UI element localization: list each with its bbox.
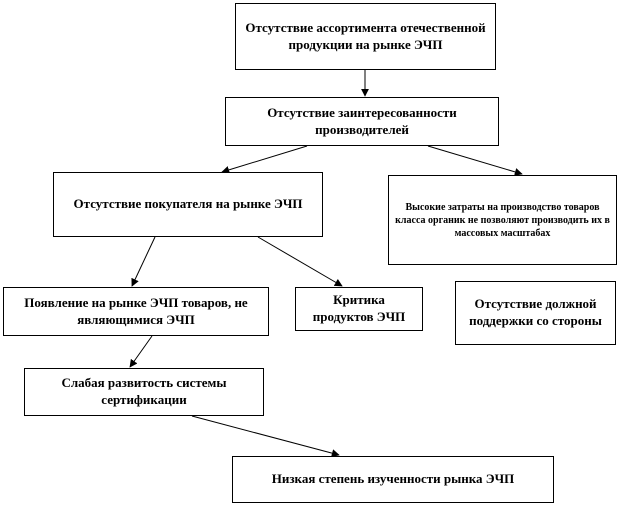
node-high-production-costs: Высокие затраты на производство товаров … xyxy=(388,175,617,265)
edge-n2-n3 xyxy=(221,145,308,174)
node-no-buyer: Отсутствие покупателя на рынке ЭЧП xyxy=(53,172,323,237)
node-low-market-research: Низкая степень изученности рынка ЭЧП xyxy=(232,456,554,503)
node-no-support: Отсутствие должной поддержки со стороны xyxy=(455,281,616,345)
node-product-criticism: Критика продуктов ЭЧП xyxy=(295,287,423,331)
edge-n3-n6 xyxy=(257,236,343,287)
node-fake-products: Появление на рынке ЭЧП товаров, не являю… xyxy=(3,287,269,336)
edge-n2-n4 xyxy=(427,145,523,176)
edge-n5-n8 xyxy=(129,335,153,368)
node-weak-certification: Слабая развитость системы сертификации xyxy=(24,368,264,416)
edge-n8-n9 xyxy=(191,415,340,458)
edge-n3-n5 xyxy=(131,236,156,287)
node-no-domestic-assortment: Отсутствие ассортимента отечественной пр… xyxy=(235,3,496,70)
node-no-producer-interest: Отсутствие заинтересованности производит… xyxy=(225,97,499,146)
